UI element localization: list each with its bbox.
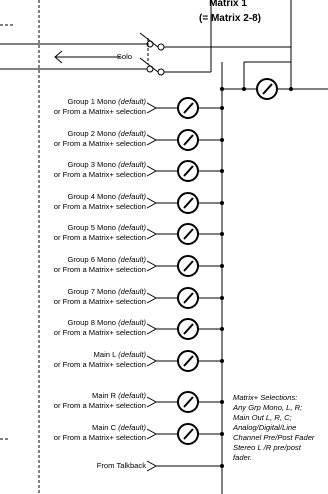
input-row: Group 2 Mono (default) or From a Matrix+… xyxy=(54,129,224,151)
input-bus-node xyxy=(220,232,224,236)
input-alt-label: or From a Matrix+ selection xyxy=(54,401,146,410)
input-arrow xyxy=(146,396,158,408)
input-row: Group 7 Mono (default) or From a Matrix+… xyxy=(54,287,224,309)
input-level-knob-pointer xyxy=(183,134,194,146)
input-alt-label: or From a Matrix+ selection xyxy=(54,265,146,274)
input-bus-node xyxy=(220,327,224,331)
input-row: Group 6 Mono (default) or From a Matrix+… xyxy=(54,255,224,277)
input-arrow xyxy=(146,228,158,240)
input-alt-label: or From a Matrix+ selection xyxy=(54,233,146,242)
input-row: Main R (default) or From a Matrix+ selec… xyxy=(54,391,224,413)
input-arrow xyxy=(146,260,158,272)
input-bus-node xyxy=(220,400,224,404)
input-label: Group 2 Mono (default) xyxy=(67,129,146,138)
input-label: Group 8 Mono (default) xyxy=(67,318,146,327)
input-row: Group 3 Mono (default) or From a Matrix+… xyxy=(54,160,224,182)
note-line: Any Grp Mono, L, R; xyxy=(232,403,302,412)
input-row: Group 8 Mono (default) or From a Matrix+… xyxy=(54,318,224,340)
input-alt-label: or From a Matrix+ selection xyxy=(54,202,146,211)
input-label: Group 7 Mono (default) xyxy=(67,287,146,296)
input-bus-node xyxy=(220,169,224,173)
input-alt-label: or From a Matrix+ selection xyxy=(54,139,146,148)
input-arrow xyxy=(146,323,158,335)
diagram-subtitle: (= Matrix 2-8) xyxy=(199,13,261,24)
note-line: Main Out L, R, C; xyxy=(233,413,292,422)
input-arrow xyxy=(146,428,158,440)
input-label: Group 6 Mono (default) xyxy=(67,255,146,264)
talkback-bus-node xyxy=(220,464,224,468)
input-label: Main R (default) xyxy=(92,391,147,400)
master-level-knob-pointer xyxy=(262,83,273,95)
input-bus-node xyxy=(220,432,224,436)
input-label: Group 5 Mono (default) xyxy=(67,223,146,232)
diagram-title: Matrix 1 xyxy=(209,0,247,9)
switch-blade-2 xyxy=(139,57,159,73)
input-level-knob-pointer xyxy=(183,197,194,209)
note-line: Analog/Digital/Line xyxy=(232,423,296,432)
talkback-arrow xyxy=(146,460,158,472)
input-level-knob-pointer xyxy=(183,102,194,114)
input-alt-label: or From a Matrix+ selection xyxy=(54,297,146,306)
note-line: Stereo L /R pre/post xyxy=(233,443,302,452)
input-row: Main L (default) or From a Matrix+ selec… xyxy=(54,350,224,372)
bus-node xyxy=(220,87,224,91)
input-row: Group 1 Mono (default) or From a Matrix+… xyxy=(54,97,224,119)
arrow-head xyxy=(54,50,63,64)
switch-contact-3 xyxy=(157,43,165,51)
input-level-knob-pointer xyxy=(183,396,194,408)
input-label: Group 1 Mono (default) xyxy=(67,97,146,106)
note-line: Matrix+ Selections: xyxy=(233,393,297,402)
input-level-knob-pointer xyxy=(183,260,194,272)
input-level-knob-pointer xyxy=(183,228,194,240)
input-bus-node xyxy=(220,138,224,142)
solo-label: Solo xyxy=(117,52,132,61)
input-label: Main C (default) xyxy=(92,423,147,432)
input-alt-label: or From a Matrix+ selection xyxy=(54,107,146,116)
input-arrow xyxy=(146,355,158,367)
input-row: Main C (default) or From a Matrix+ selec… xyxy=(54,423,224,445)
input-bus-node xyxy=(220,106,224,110)
note-line: Channel Pre/Post Fader xyxy=(233,433,315,442)
input-level-knob-pointer xyxy=(183,428,194,440)
talkback-label: From Talkback xyxy=(97,461,146,470)
input-bus-node xyxy=(220,296,224,300)
input-bus-node xyxy=(220,201,224,205)
input-arrow xyxy=(146,197,158,209)
input-level-knob-pointer xyxy=(183,165,194,177)
matrix-selections-note: Matrix+ Selections: Any Grp Mono, L, R; … xyxy=(232,393,315,462)
input-arrow xyxy=(146,165,158,177)
input-alt-label: or From a Matrix+ selection xyxy=(54,170,146,179)
input-arrow xyxy=(146,102,158,114)
input-row: Group 4 Mono (default) or From a Matrix+… xyxy=(54,192,224,214)
input-label: Group 3 Mono (default) xyxy=(67,160,146,169)
input-label: Main L (default) xyxy=(94,350,147,359)
input-bus-node xyxy=(220,264,224,268)
input-label: Group 4 Mono (default) xyxy=(67,192,146,201)
input-level-knob-pointer xyxy=(183,292,194,304)
input-level-knob-pointer xyxy=(183,355,194,367)
switch-blade-1 xyxy=(139,32,159,48)
input-arrow xyxy=(146,292,158,304)
input-level-knob-pointer xyxy=(183,323,194,335)
note-line: fader. xyxy=(233,453,252,462)
input-arrow xyxy=(146,134,158,146)
switch-contact-4 xyxy=(157,68,165,76)
input-alt-label: or From a Matrix+ selection xyxy=(54,328,146,337)
input-alt-label: or From a Matrix+ selection xyxy=(54,360,146,369)
input-row: Group 5 Mono (default) or From a Matrix+… xyxy=(54,223,224,245)
input-bus-node xyxy=(220,359,224,363)
input-alt-label: or From a Matrix+ selection xyxy=(54,433,146,442)
